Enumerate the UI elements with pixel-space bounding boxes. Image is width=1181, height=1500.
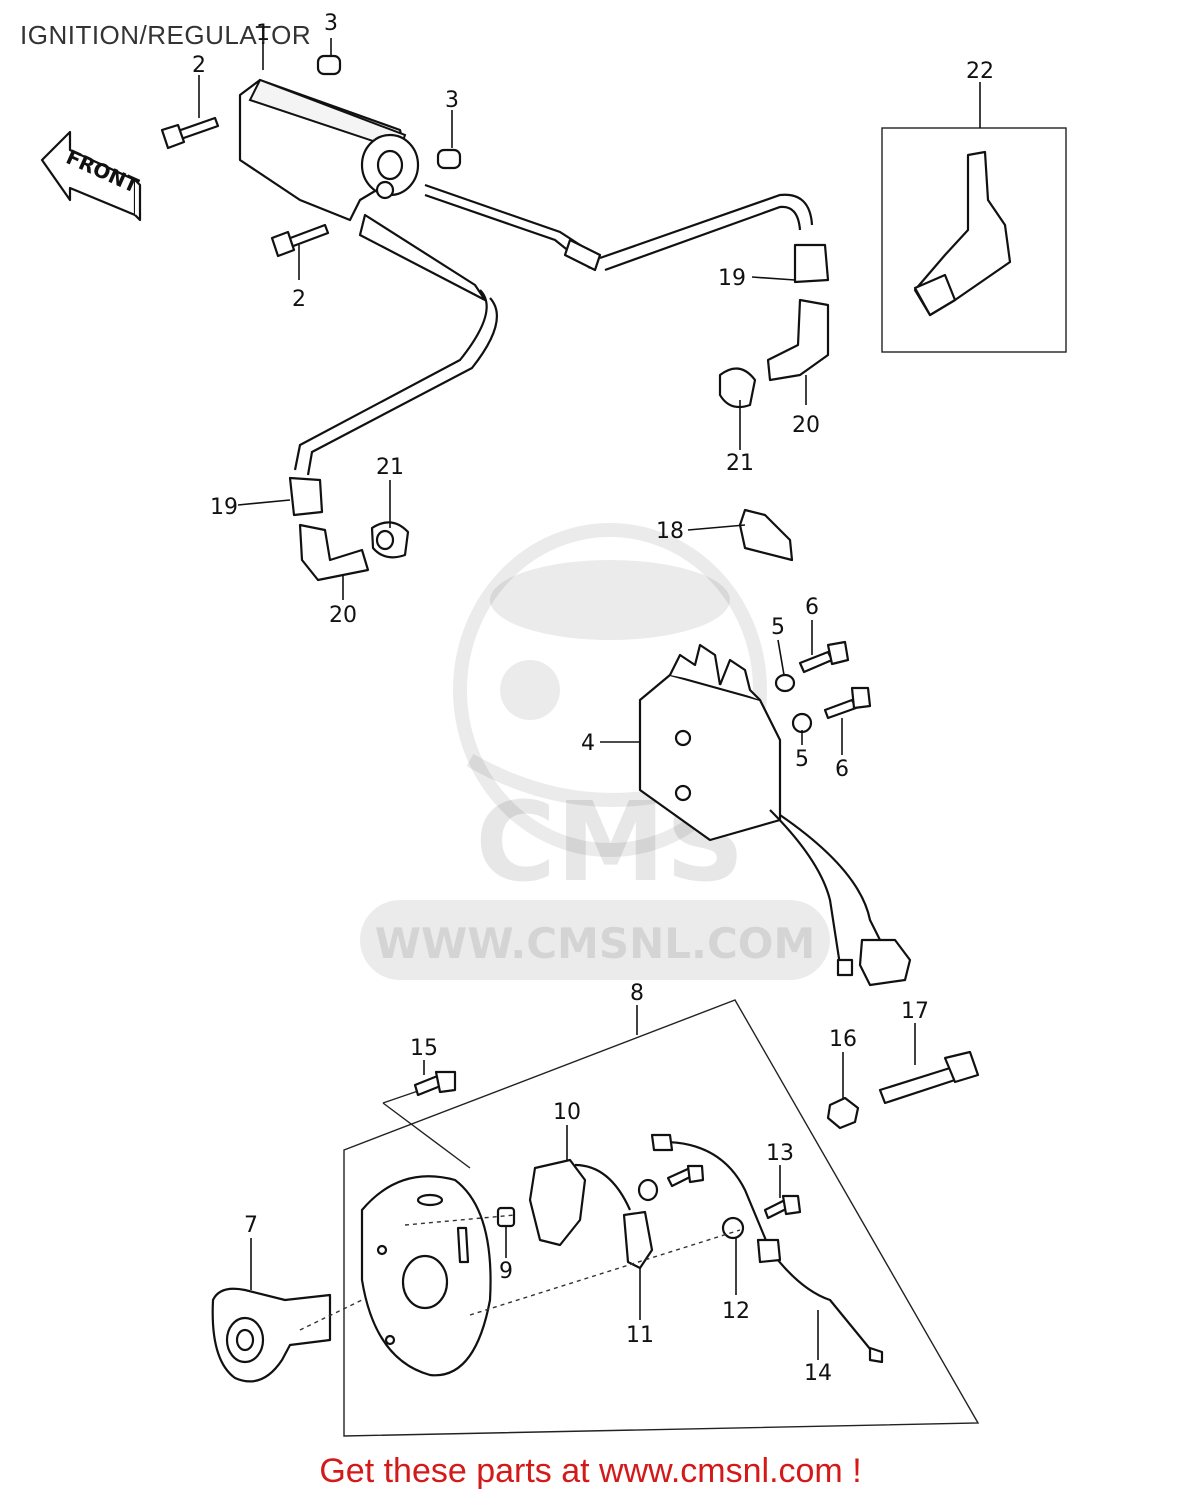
callout-14: 14 [804, 1361, 832, 1386]
plug-cap-left [298, 523, 370, 582]
callout-5-upper: 5 [771, 615, 785, 640]
callout-20-left: 20 [329, 603, 357, 628]
callout-18: 18 [656, 519, 684, 544]
contact-point [528, 1158, 632, 1247]
callout-22: 22 [966, 59, 994, 84]
callout-4: 4 [581, 731, 595, 756]
assembly-lines [299, 1214, 741, 1331]
leader-lines [198, 38, 981, 1360]
watermark-url: WWW.CMSNL.COM [375, 919, 816, 968]
bolt-17 [878, 1050, 980, 1105]
washer-upper [774, 673, 796, 693]
callout-numbers: 1 3 2 3 2 22 19 20 21 19 21 20 18 5 6 4 … [192, 11, 994, 1386]
clamp [738, 508, 794, 562]
base-plate [360, 1175, 492, 1377]
callout-20-right: 20 [792, 413, 820, 438]
callout-11: 11 [626, 1323, 654, 1348]
callout-21-right: 21 [726, 451, 754, 476]
cap-lower [436, 148, 462, 170]
footer-link[interactable]: Get these parts at www.cmsnl.com ! [319, 1452, 862, 1490]
washer-12 [637, 1178, 745, 1240]
bolt-lower [270, 223, 330, 258]
callout-2-lower: 2 [292, 287, 306, 312]
callout-19-right: 19 [718, 266, 746, 291]
callout-3-top: 3 [324, 11, 338, 36]
callout-7: 7 [244, 1213, 258, 1238]
plug-cap-right [766, 298, 830, 382]
bolt-reg-upper [798, 640, 850, 674]
bolt-15 [413, 1070, 457, 1097]
callout-2-upper: 2 [192, 53, 206, 78]
callout-16: 16 [829, 1027, 857, 1052]
plug-cover-right [718, 367, 757, 409]
callout-15: 15 [410, 1036, 438, 1061]
advancer-cam [211, 1287, 332, 1383]
washer-lower [791, 712, 813, 734]
nut-16 [826, 1096, 860, 1130]
bolt-reg-lower [823, 686, 872, 720]
screw-13 [666, 1164, 802, 1220]
bolt-upper [160, 116, 220, 150]
front-arrow: FRONT [40, 130, 143, 222]
callout-5-lower: 5 [795, 747, 809, 772]
callout-6-lower: 6 [835, 757, 849, 782]
plug-cap-assembly [881, 127, 1067, 353]
callout-19-left: 19 [210, 495, 238, 520]
callout-6-upper: 6 [805, 595, 819, 620]
spacer [496, 1206, 516, 1228]
callout-12: 12 [722, 1299, 750, 1324]
regulator [638, 643, 912, 987]
callout-9: 9 [499, 1259, 513, 1284]
callout-13: 13 [766, 1141, 794, 1166]
plug-seal-right [793, 243, 830, 284]
callout-1: 1 [256, 21, 270, 46]
callout-10: 10 [553, 1100, 581, 1125]
callout-3-lower: 3 [445, 88, 459, 113]
callout-8: 8 [630, 981, 644, 1006]
plug-cover-left [370, 521, 410, 559]
ignition-coil [238, 78, 814, 476]
callout-21-left: 21 [376, 455, 404, 480]
plug-seal-left [288, 476, 324, 517]
lead-wire [650, 1133, 884, 1364]
callout-17: 17 [901, 999, 929, 1024]
cap-upper [316, 54, 342, 76]
